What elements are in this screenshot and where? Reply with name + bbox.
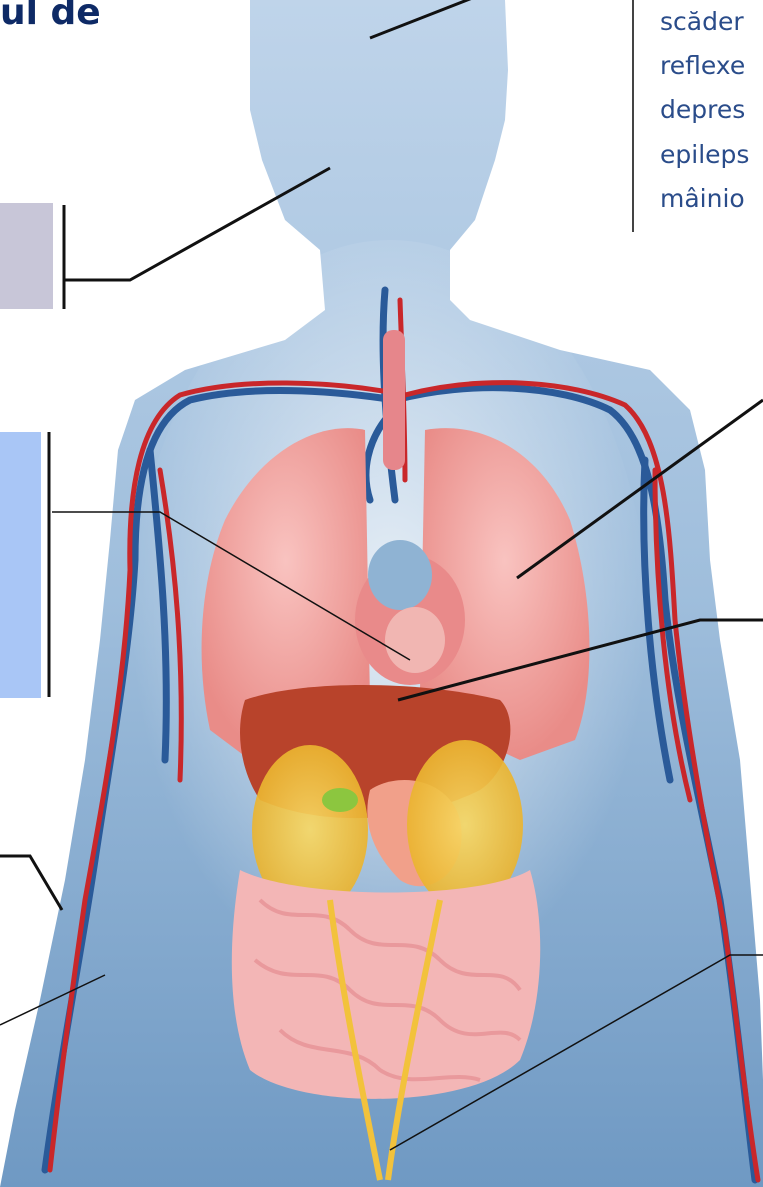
label-box-gray [0, 203, 53, 309]
note-line: scăder [660, 7, 744, 36]
trachea [383, 330, 405, 470]
title-fragment: ul de [0, 0, 101, 33]
intestines [232, 870, 540, 1099]
note-line: reflexe [660, 51, 745, 80]
note-line: epileps [660, 140, 749, 169]
note-line: depres [660, 95, 745, 124]
label-box-blue [0, 432, 41, 698]
note-line: mâinio [660, 184, 745, 213]
symptoms-note: scăder reflexe depres epileps mâinio [632, 0, 763, 232]
